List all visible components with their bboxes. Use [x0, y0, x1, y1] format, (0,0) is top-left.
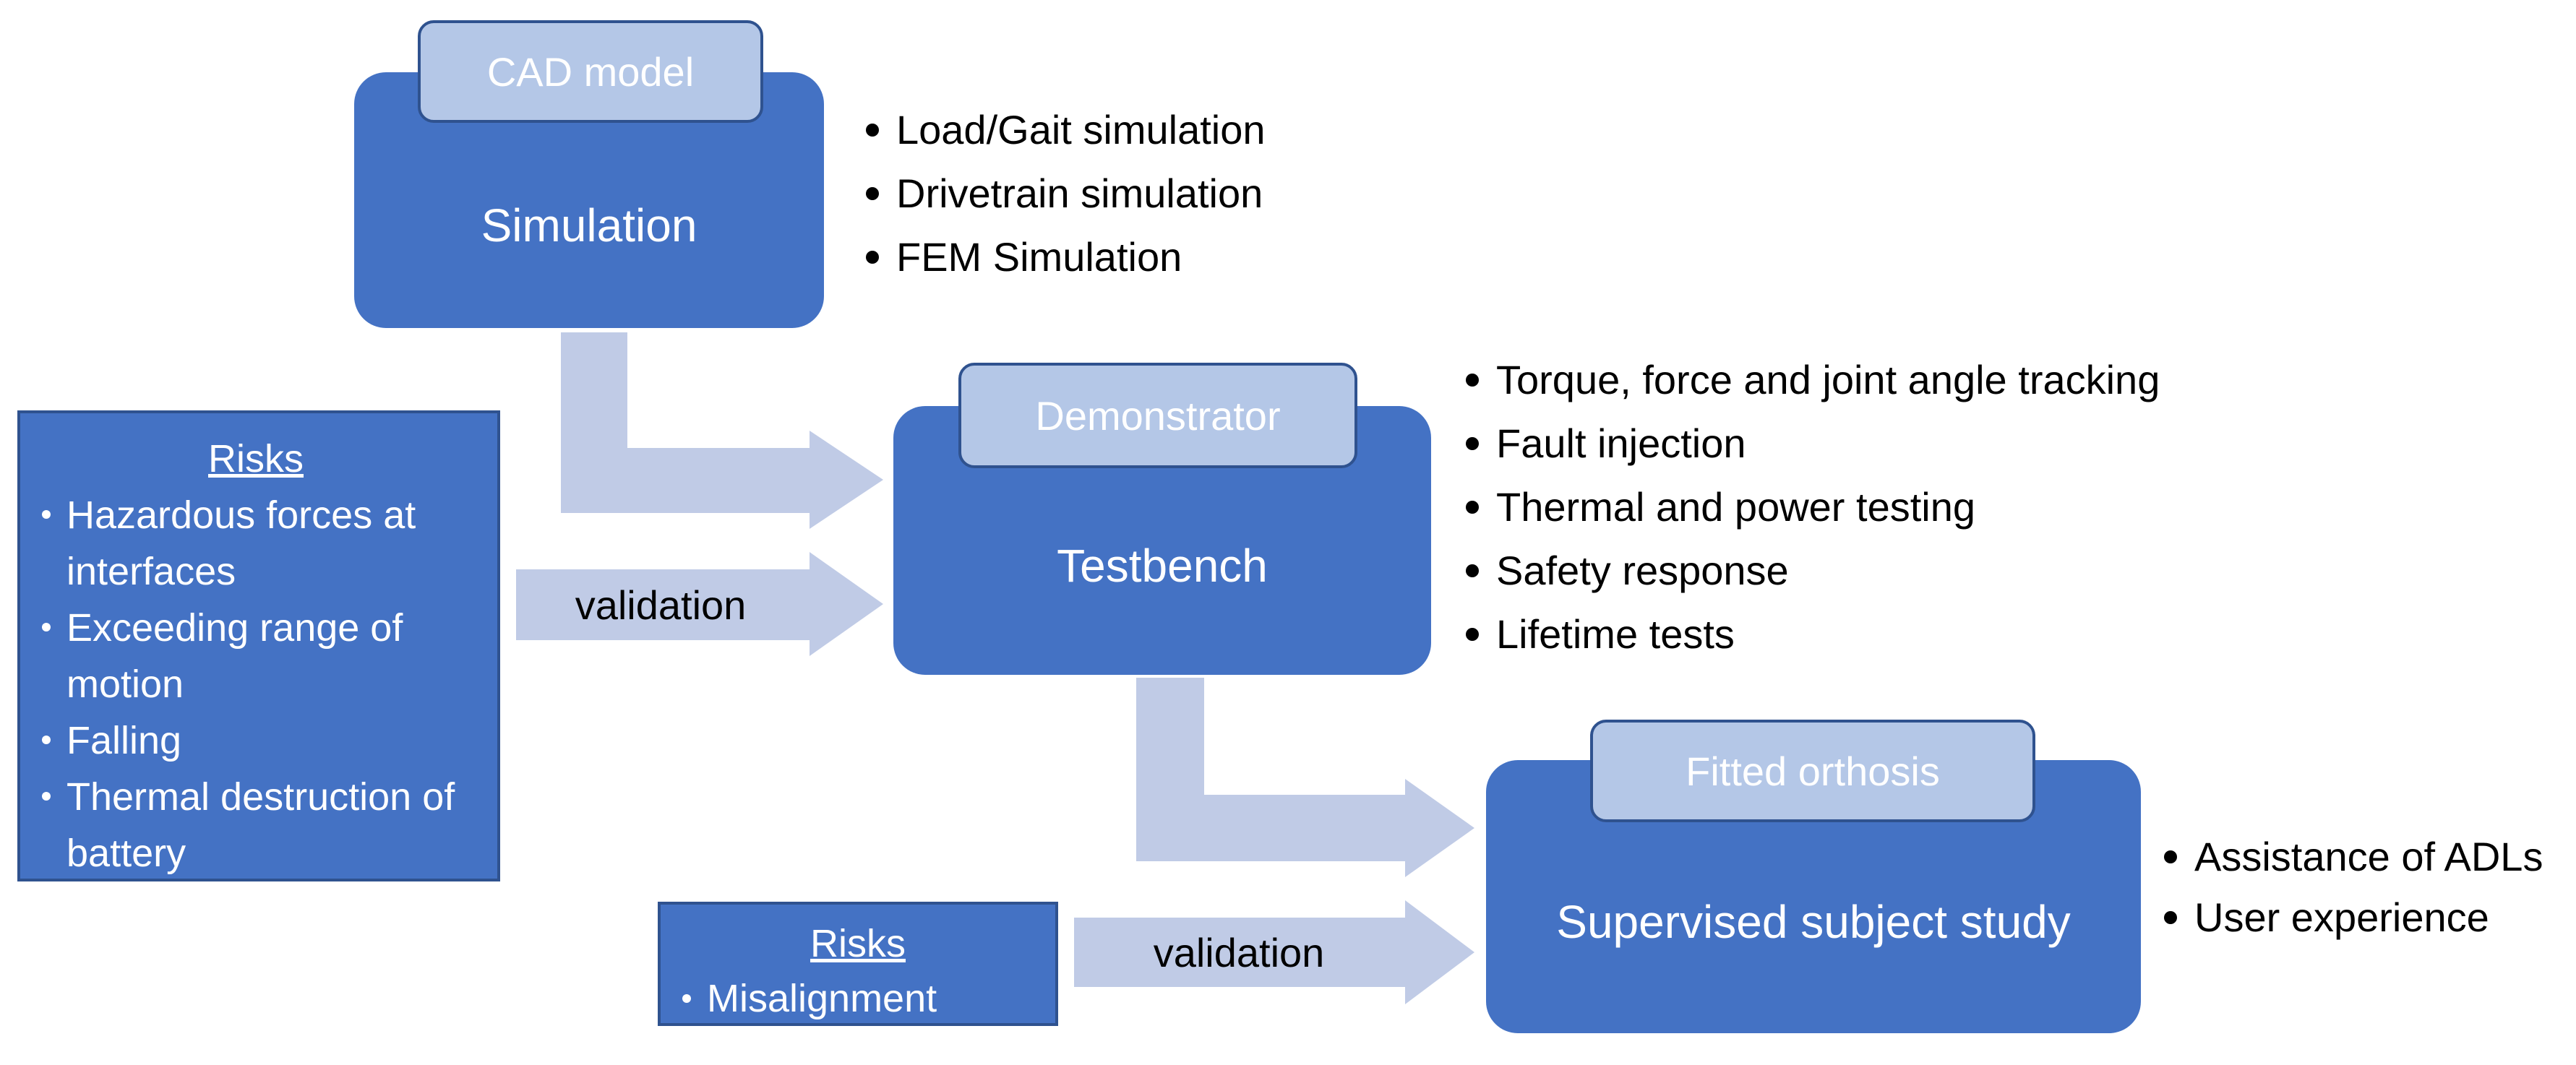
list-item: Misalignment	[668, 971, 1048, 1026]
subject-study-bullet-list: Assistance of ADLs User experience	[2160, 827, 2543, 948]
list-item: Hazardous forces at interfaces	[27, 487, 484, 600]
risks-list: Hazardous forces at interfaces Exceeding…	[27, 487, 484, 881]
arrow-testbench-to-subject-study	[1136, 678, 1474, 877]
arrow-validation-testbench	[516, 552, 883, 656]
risks-heading: Risks	[208, 437, 304, 480]
list-item: Exceeding range of motion	[27, 600, 484, 712]
risks-list: Misalignment	[668, 971, 1048, 1026]
demonstrator-tag: Demonstrator	[958, 363, 1357, 468]
list-item: Safety response	[1461, 539, 2160, 603]
arrow-simulation-to-testbench	[561, 332, 883, 529]
list-item: Drivetrain simulation	[862, 162, 1266, 225]
simulation-bullet-list: Load/Gait simulation Drivetrain simulati…	[862, 98, 1266, 289]
fitted-orthosis-tag: Fitted orthosis	[1590, 720, 2035, 822]
risks-box-testbench: Risks Hazardous forces at interfaces Exc…	[17, 410, 500, 881]
list-item: Load/Gait simulation	[862, 98, 1266, 162]
validation-label-testbench: validation	[575, 582, 747, 628]
list-item: User experience	[2160, 887, 2543, 948]
testbench-bullet-list: Torque, force and joint angle tracking F…	[1461, 348, 2160, 666]
risks-box-subject: Risks Misalignment	[658, 902, 1058, 1026]
cad-model-tag: CAD model	[418, 20, 763, 123]
simulation-stage-title: Simulation	[481, 199, 697, 251]
list-item: Thermal destruction of battery	[27, 769, 484, 881]
list-item: Fault injection	[1461, 412, 2160, 475]
testbench-stage-title: Testbench	[1057, 540, 1268, 592]
arrow-validation-subject	[1074, 900, 1474, 1004]
list-item: FEM Simulation	[862, 225, 1266, 289]
subject-study-stage-title: Supervised subject study	[1556, 896, 2071, 948]
risks-heading: Risks	[810, 922, 906, 965]
list-item: Thermal and power testing	[1461, 475, 2160, 539]
list-item: Torque, force and joint angle tracking	[1461, 348, 2160, 412]
validation-label-subject: validation	[1153, 929, 1325, 975]
list-item: Falling	[27, 712, 484, 769]
list-item: Assistance of ADLs	[2160, 827, 2543, 887]
list-item: Lifetime tests	[1461, 603, 2160, 666]
